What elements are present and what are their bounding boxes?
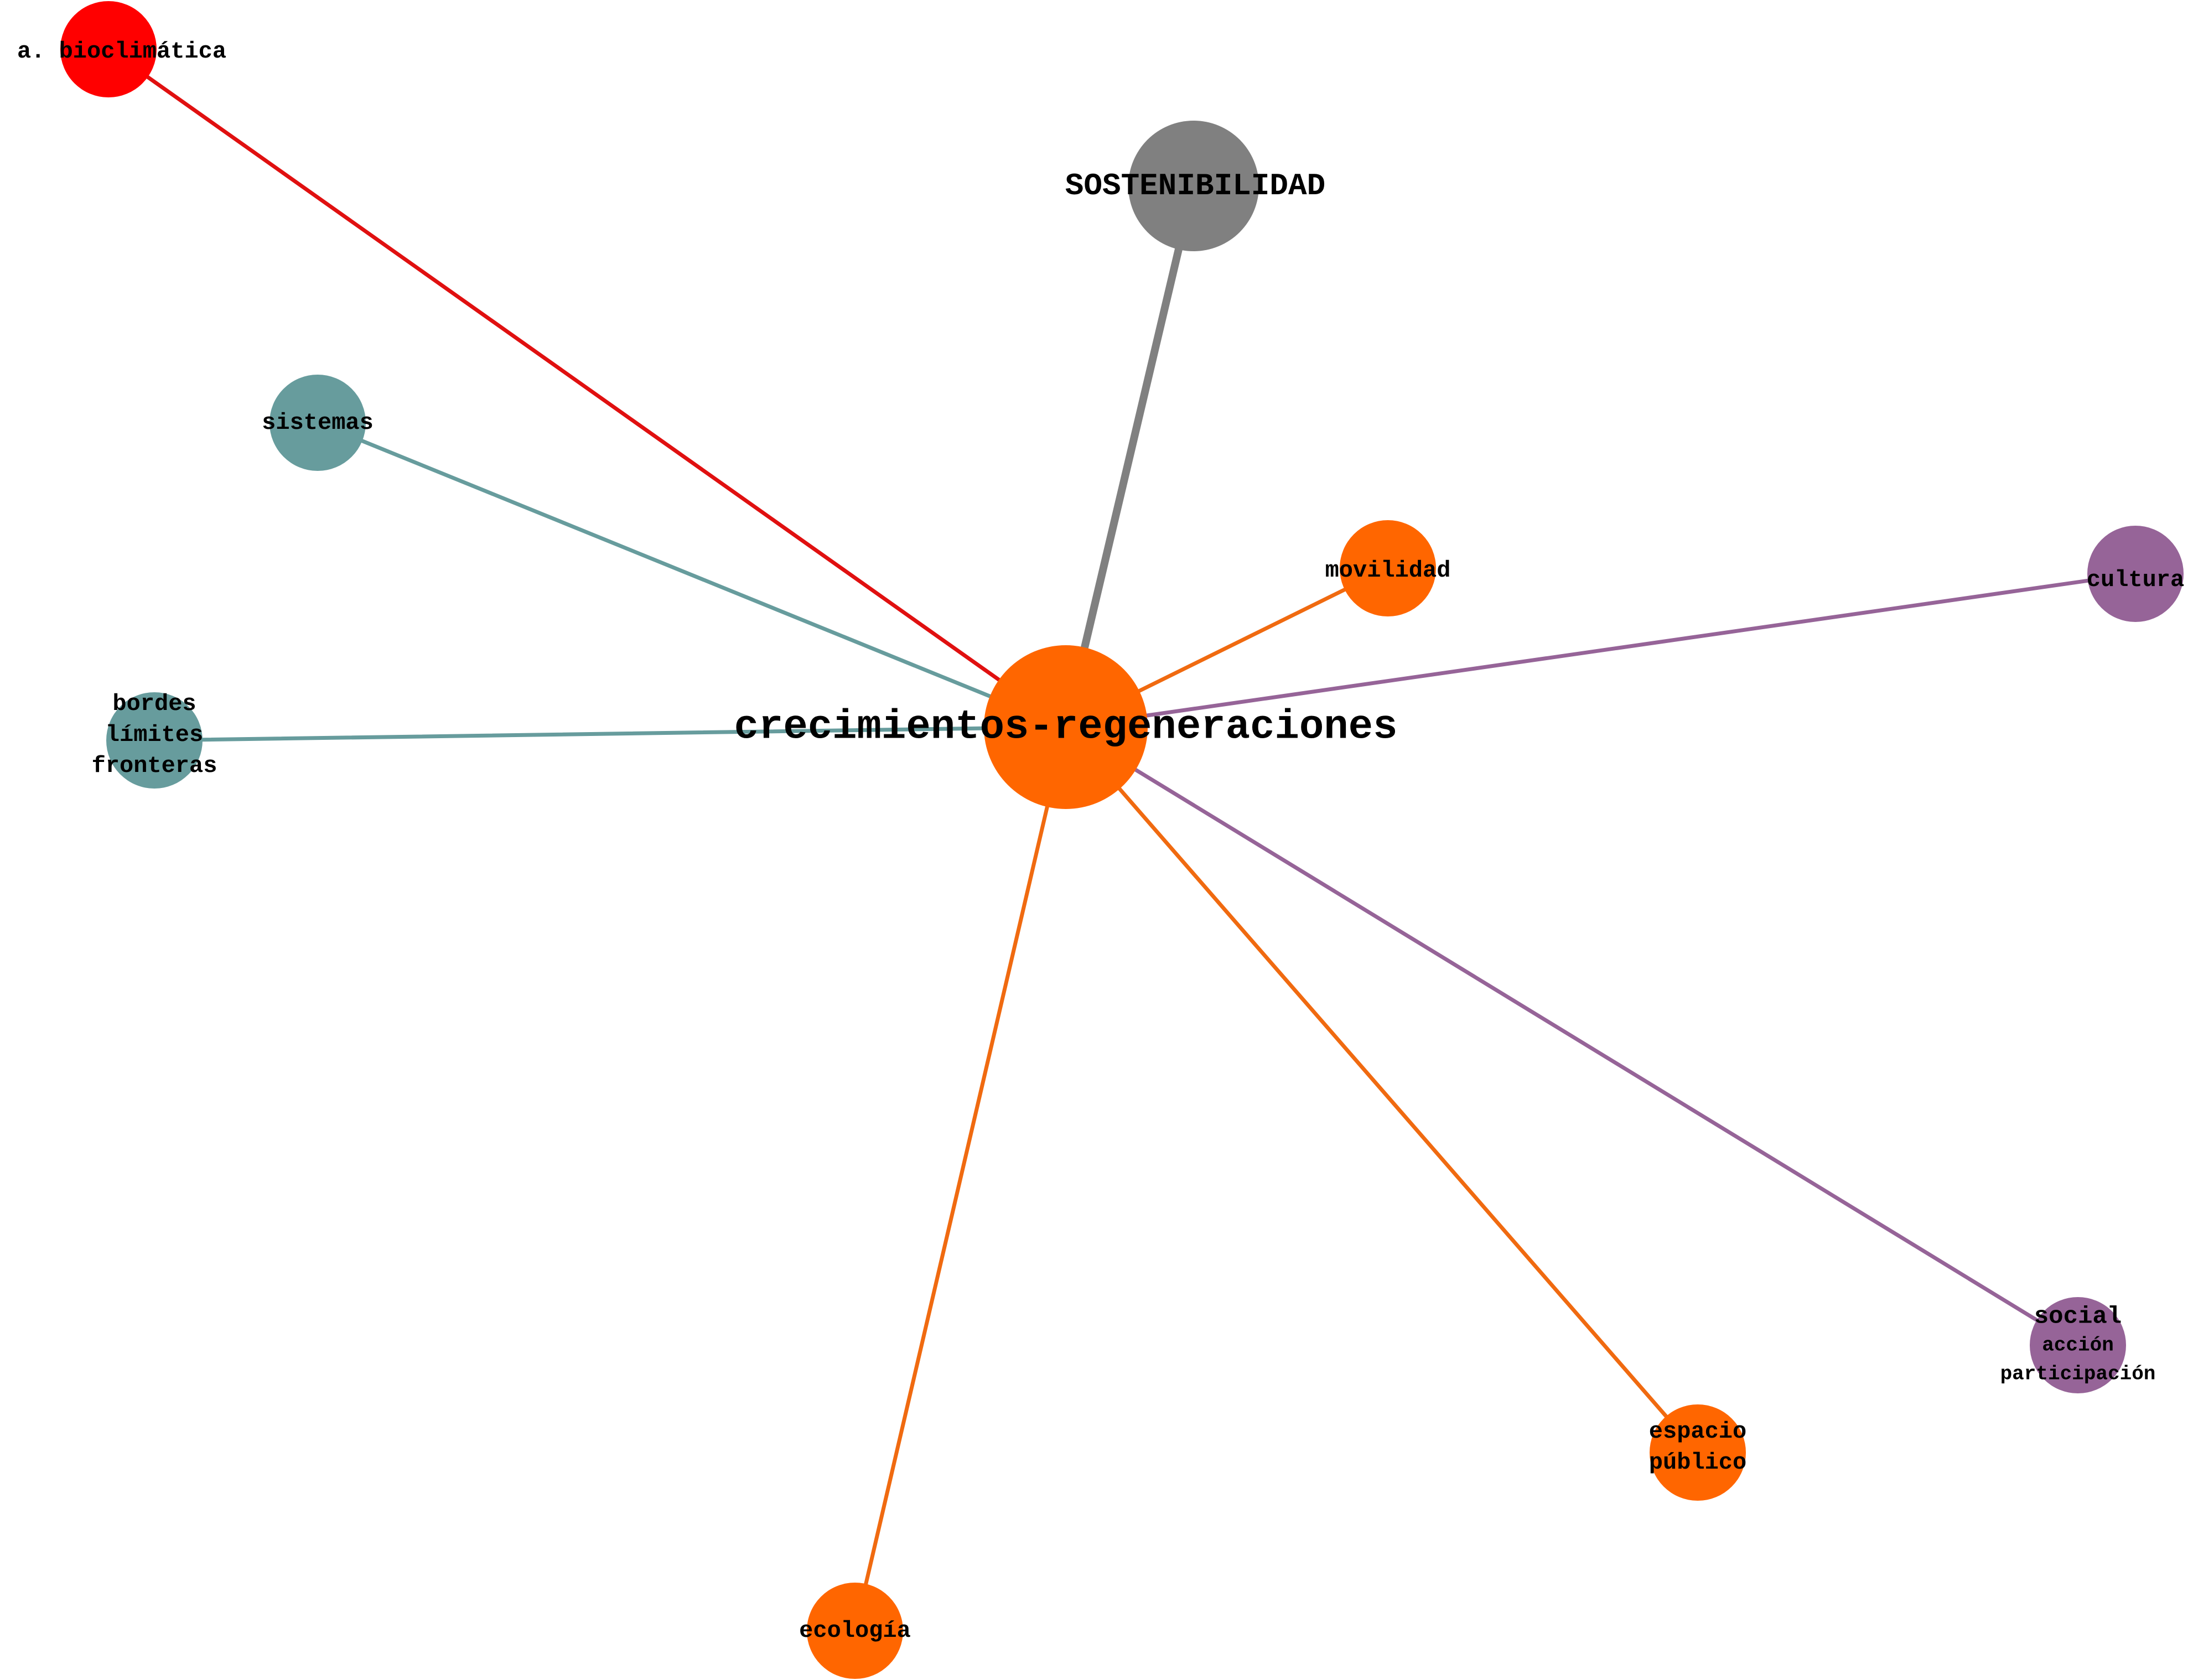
label-crecimientos: crecimientos-regeneraciones <box>734 704 1398 751</box>
node-ecologia[interactable] <box>807 1583 903 1679</box>
label-social-1: social <box>2034 1303 2122 1331</box>
nodes-layer <box>60 1 2184 1679</box>
label-ecologia: ecología <box>799 1617 911 1644</box>
node-crecimientos[interactable] <box>984 645 1148 809</box>
label-sistemas: sistemas <box>262 409 374 436</box>
edges-layer <box>106 47 2138 1633</box>
edge-crecimientos-social <box>1064 725 2080 1347</box>
node-movilidad[interactable] <box>1340 520 1436 616</box>
label-movilidad: movilidad <box>1325 557 1451 584</box>
edge-crecimientos-cultura <box>1064 572 2138 729</box>
label-bioclimatica: a. bioclimática <box>17 38 226 65</box>
edge-crecimientos-espacio <box>1064 725 1700 1455</box>
labels-layer: crecimientos-regeneraciones SOSTENIBILIDA… <box>17 38 2184 1644</box>
label-cultura: cultura <box>2087 567 2184 593</box>
node-bordes[interactable] <box>106 692 203 789</box>
edge-crecimientos-bordes <box>152 725 1068 743</box>
node-sostenibilidad[interactable] <box>1128 121 1259 251</box>
edge-crecimientos-bioclimatica <box>106 47 1068 729</box>
label-bordes-3: fronteras <box>92 753 217 779</box>
node-cultura[interactable] <box>2087 526 2184 622</box>
label-espacio-2: público <box>1649 1449 1746 1476</box>
label-espacio-1: espacio <box>1649 1418 1746 1445</box>
node-social[interactable] <box>2030 1297 2126 1393</box>
node-sistemas[interactable] <box>269 375 366 471</box>
label-social-2: acción <box>2042 1334 2114 1357</box>
label-bordes-1: bordes <box>112 691 196 717</box>
node-bioclimatica[interactable] <box>60 1 157 97</box>
label-social-3: participación <box>2000 1363 2156 1386</box>
edge-crecimientos-sistemas <box>315 421 1068 729</box>
node-espacio[interactable] <box>1650 1404 1746 1501</box>
edge-crecimientos-sostenibilidad <box>1062 182 1197 731</box>
label-sostenibilidad: SOSTENIBILIDAD <box>1065 168 1325 204</box>
edge-crecimientos-ecologia <box>853 725 1068 1633</box>
label-bordes-2: límites <box>106 722 203 748</box>
